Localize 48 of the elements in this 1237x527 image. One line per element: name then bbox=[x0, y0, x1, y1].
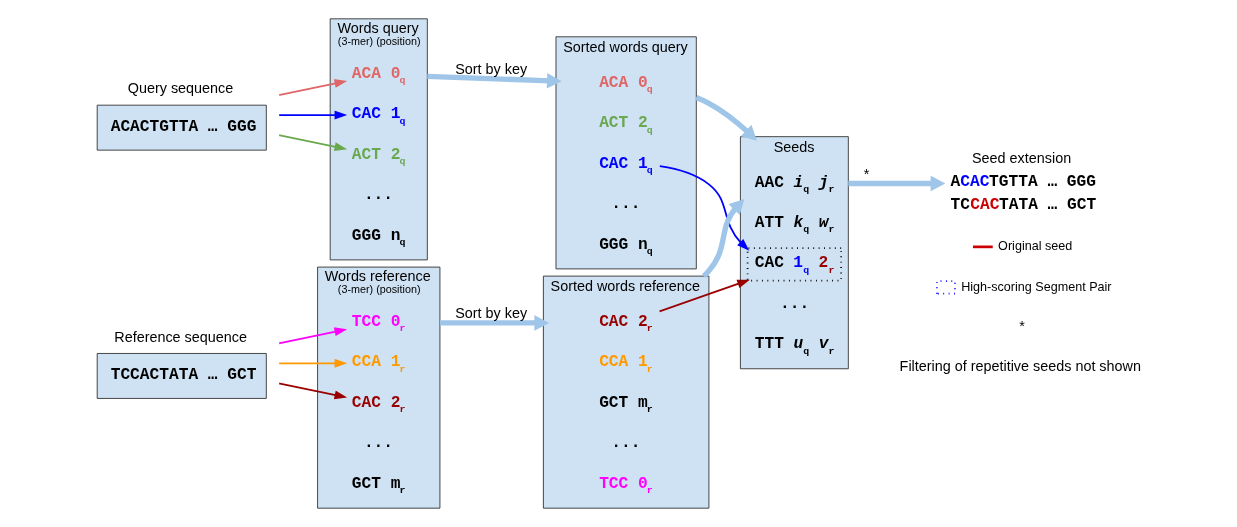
node-label: Query sequence bbox=[127, 80, 234, 97]
arrow bbox=[427, 72, 562, 89]
arrow bbox=[658, 279, 750, 313]
node-text: ... bbox=[611, 195, 641, 214]
legend-label: High-scoring Segment Pair bbox=[961, 279, 1112, 294]
node-text: Seed extension ACACTGTTA … GGG TCCACTATA … GCT bbox=[950, 150, 1097, 214]
node-text: GCT m$_{r}$ bbox=[599, 393, 653, 416]
node-label: Reference sequence bbox=[114, 328, 247, 345]
arrow bbox=[695, 95, 757, 141]
edge-label: Sort by key bbox=[455, 60, 528, 77]
edge-label: * bbox=[863, 165, 870, 182]
arrow bbox=[278, 79, 348, 96]
node-text: ATT k$_{q}$ w$_{r}$ bbox=[754, 213, 835, 236]
node-text: TCC 0$_{r}$ bbox=[351, 312, 406, 335]
node-text: TCC 0$_{r}$ bbox=[599, 474, 653, 497]
node-box: CAC 1$_{q}$ 2$_{r}$ bbox=[746, 247, 843, 282]
node-text: AAC i$_{q}$ j$_{r}$ bbox=[754, 173, 835, 195]
arrow bbox=[701, 199, 745, 278]
node-text: CCA 1$_{r}$ bbox=[599, 353, 653, 375]
arrow bbox=[278, 134, 348, 151]
legend-label: Original seed bbox=[998, 239, 1073, 254]
edge-label: Sort by key bbox=[455, 305, 528, 322]
arrow bbox=[278, 382, 348, 400]
node-text: CCA 1$_{r}$ bbox=[351, 353, 406, 375]
node-text: GGG n$_{q}$ bbox=[599, 235, 653, 258]
arrow bbox=[278, 358, 348, 368]
label: * bbox=[1019, 317, 1025, 334]
node-text: CAC 1$_{q}$ bbox=[351, 105, 406, 127]
node-text: ACT 2$_{q}$ bbox=[599, 114, 653, 136]
node-text: ACA 0$_{q}$ bbox=[351, 64, 406, 87]
node-text: ... bbox=[363, 434, 394, 453]
node-text: ACT 2$_{q}$ bbox=[351, 145, 406, 168]
node-text: ACA 0$_{q}$ bbox=[599, 73, 653, 96]
node-text: CAC 1$_{q}$ bbox=[599, 154, 653, 177]
node-text: TTT u$_{q}$ v$_{r}$ bbox=[754, 335, 835, 357]
arrow bbox=[278, 110, 348, 120]
node-text: GCT m$_{r}$ bbox=[351, 474, 406, 497]
node-text: GGG n$_{q}$ bbox=[351, 226, 406, 249]
node-text: ... bbox=[611, 434, 641, 453]
arrow bbox=[278, 327, 348, 345]
node-text: CAC 2$_{r}$ bbox=[351, 393, 406, 416]
node-text: ... bbox=[363, 186, 394, 205]
label: Filtering of repetitive seeds not shown bbox=[899, 358, 1141, 375]
arrow bbox=[658, 165, 750, 251]
node-text: CAC 2$_{r}$ bbox=[599, 312, 653, 335]
arrow bbox=[848, 175, 946, 192]
node-text: ... bbox=[779, 294, 810, 313]
arrow bbox=[439, 315, 550, 331]
